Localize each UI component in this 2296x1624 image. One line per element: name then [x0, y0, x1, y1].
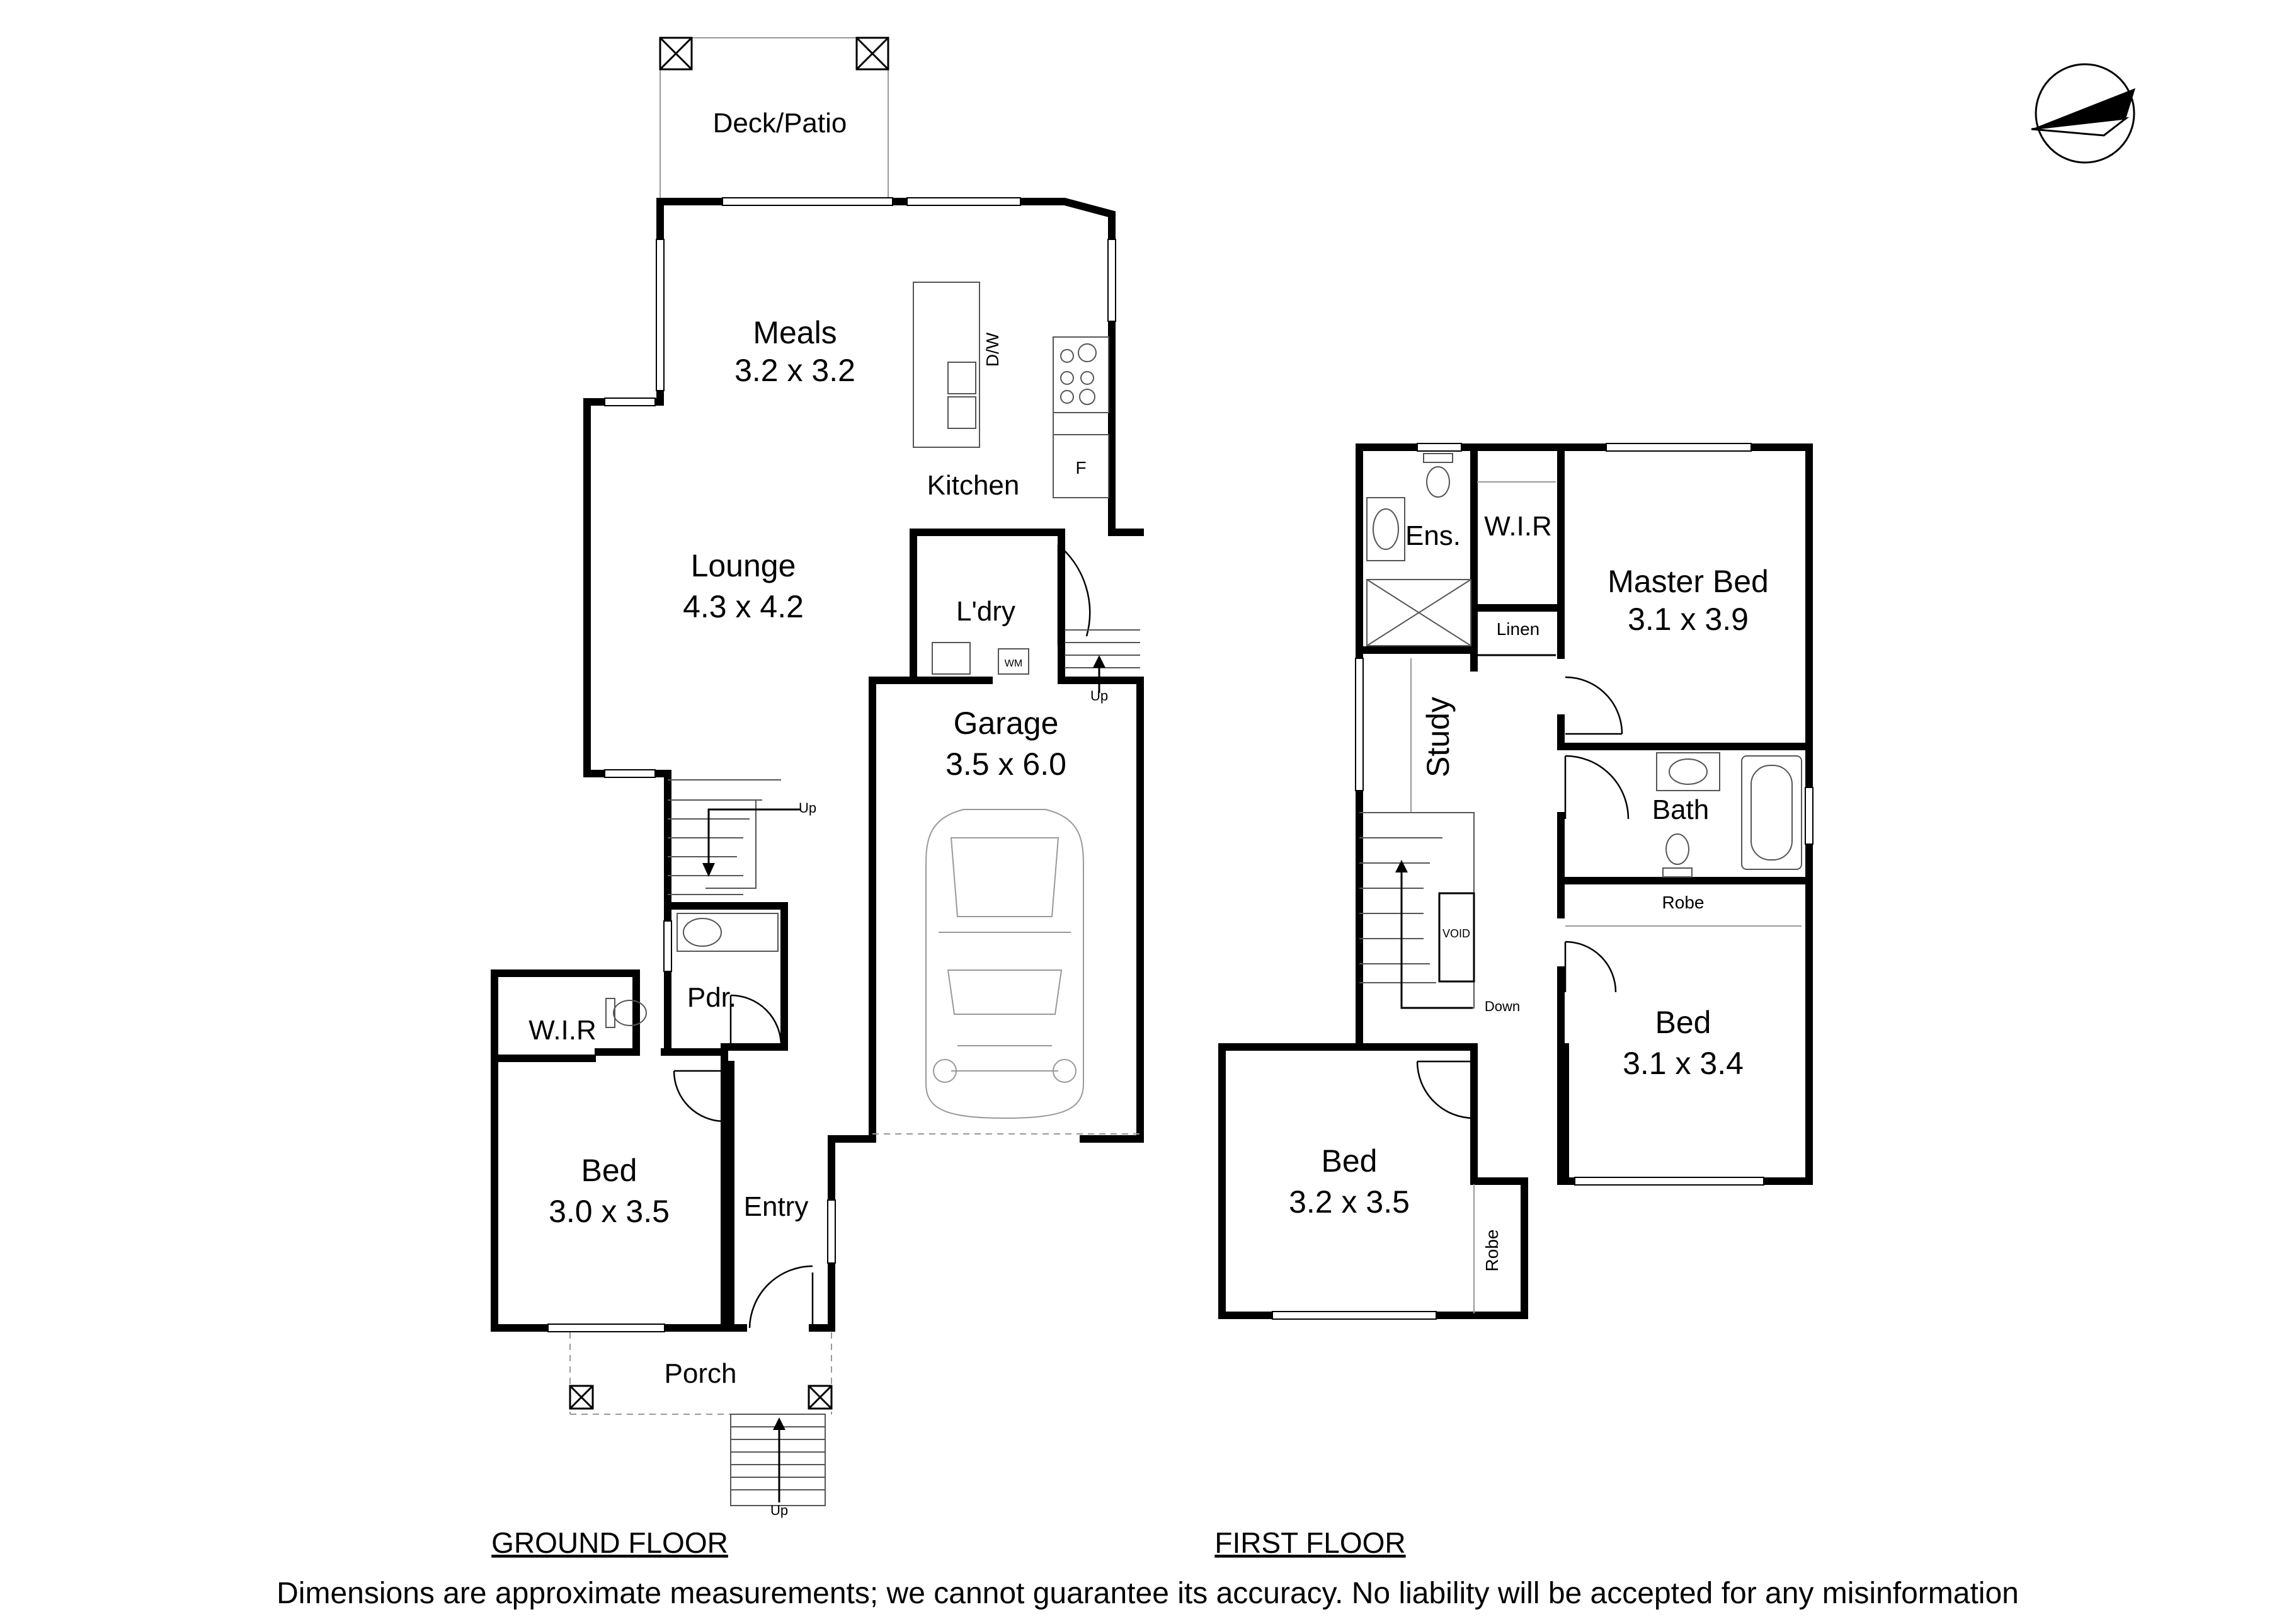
- toilet-icon: [605, 998, 647, 1028]
- entry-label: Entry: [744, 1191, 809, 1222]
- bed3-dims: 3.2 x 3.5: [1289, 1184, 1410, 1220]
- wir-label: W.I.R: [528, 1015, 597, 1046]
- laundry-label: L'dry: [956, 596, 1015, 627]
- meals-label: Meals: [753, 315, 837, 350]
- bed2-door: [1564, 941, 1617, 993]
- garage-dims: 3.5 x 6.0: [945, 746, 1066, 782]
- disclaimer-text: Dimensions are approximate measurements;…: [277, 1577, 2019, 1610]
- meals-dims: 3.2 x 3.2: [734, 353, 855, 388]
- laundry-stairs: Up: [1065, 629, 1140, 704]
- porch-label: Porch: [665, 1358, 737, 1389]
- toilet-icon: [1662, 833, 1693, 878]
- bed3-label: Bed: [1322, 1143, 1378, 1179]
- toilet-icon: [1423, 453, 1453, 498]
- robe-label: Robe: [1662, 893, 1705, 912]
- kitchen-fittings: F D/W: [913, 282, 1109, 498]
- deck-label: Deck/Patio: [713, 108, 847, 139]
- post-icon: [855, 37, 889, 71]
- sink-icon: [947, 362, 976, 429]
- laundry-fittings: WM: [932, 544, 1091, 675]
- laundry-up-label: Up: [1090, 688, 1108, 704]
- basin-icon: [1366, 497, 1405, 561]
- first-windows: [1272, 443, 1813, 1320]
- post-icon: [659, 37, 693, 71]
- bed-dims: 3.0 x 3.5: [549, 1194, 670, 1229]
- entry-door: [748, 1265, 814, 1329]
- basin-icon: [1656, 752, 1720, 791]
- master-door: [1565, 676, 1623, 735]
- stairs-up-label: Up: [799, 800, 816, 816]
- deck-area: Deck/Patio: [659, 37, 889, 200]
- dishwasher-label: D/W: [983, 332, 1002, 367]
- lounge-label: Lounge: [691, 548, 796, 583]
- lounge-dims: 4.3 x 4.2: [683, 589, 804, 624]
- void-label: VOID: [1442, 927, 1470, 940]
- cooktop-icon: [1060, 343, 1097, 405]
- ground-floor: Deck/Patio: [491, 37, 1144, 1559]
- porch-up-label: Up: [770, 1502, 788, 1518]
- bed2-dims: 3.1 x 3.4: [1623, 1046, 1744, 1081]
- first-floor: Ens. W.I.R Master Bed 3.1 x 3.9 Linen St…: [1214, 443, 1813, 1559]
- post-icon: [569, 1385, 594, 1410]
- powder-label: Pdr.: [687, 982, 736, 1013]
- powder-fittings: [605, 913, 782, 1046]
- ground-floor-title: GROUND FLOOR: [491, 1526, 728, 1559]
- north-arrow-icon: [2031, 63, 2135, 164]
- bed2-label: Bed: [1655, 1005, 1711, 1040]
- bed-door: [673, 1070, 725, 1123]
- porch-area: Porch Up: [569, 1332, 833, 1518]
- master-bed-dims: 3.1 x 3.9: [1628, 602, 1749, 637]
- linen-label: Linen: [1497, 619, 1540, 639]
- ensuite-fittings: [1366, 453, 1471, 646]
- ensuite-label: Ens.: [1405, 520, 1461, 551]
- post-icon: [808, 1385, 833, 1410]
- study-label: Study: [1420, 697, 1456, 777]
- garage-label: Garage: [954, 706, 1059, 741]
- bathtub-icon: [1741, 755, 1802, 870]
- main-stairs: Up: [668, 779, 816, 895]
- car-icon: [925, 809, 1084, 1119]
- down-label: Down: [1485, 998, 1520, 1014]
- first-floor-title: FIRST FLOOR: [1214, 1526, 1405, 1559]
- robe2-label: Robe: [1482, 1230, 1502, 1272]
- bath-label: Bath: [1652, 794, 1710, 825]
- bed3-door: [1416, 1060, 1475, 1119]
- first-wir-label: W.I.R: [1484, 511, 1552, 542]
- kitchen-label: Kitchen: [927, 470, 1020, 501]
- bed-label: Bed: [581, 1153, 637, 1188]
- first-stairs: VOID Down: [1359, 812, 1520, 1014]
- bath-fittings: [1564, 752, 1802, 878]
- windows: [547, 197, 1116, 1332]
- washing-machine-label: WM: [1005, 658, 1022, 669]
- master-bed-label: Master Bed: [1608, 564, 1769, 599]
- fridge-label: F: [1075, 458, 1086, 477]
